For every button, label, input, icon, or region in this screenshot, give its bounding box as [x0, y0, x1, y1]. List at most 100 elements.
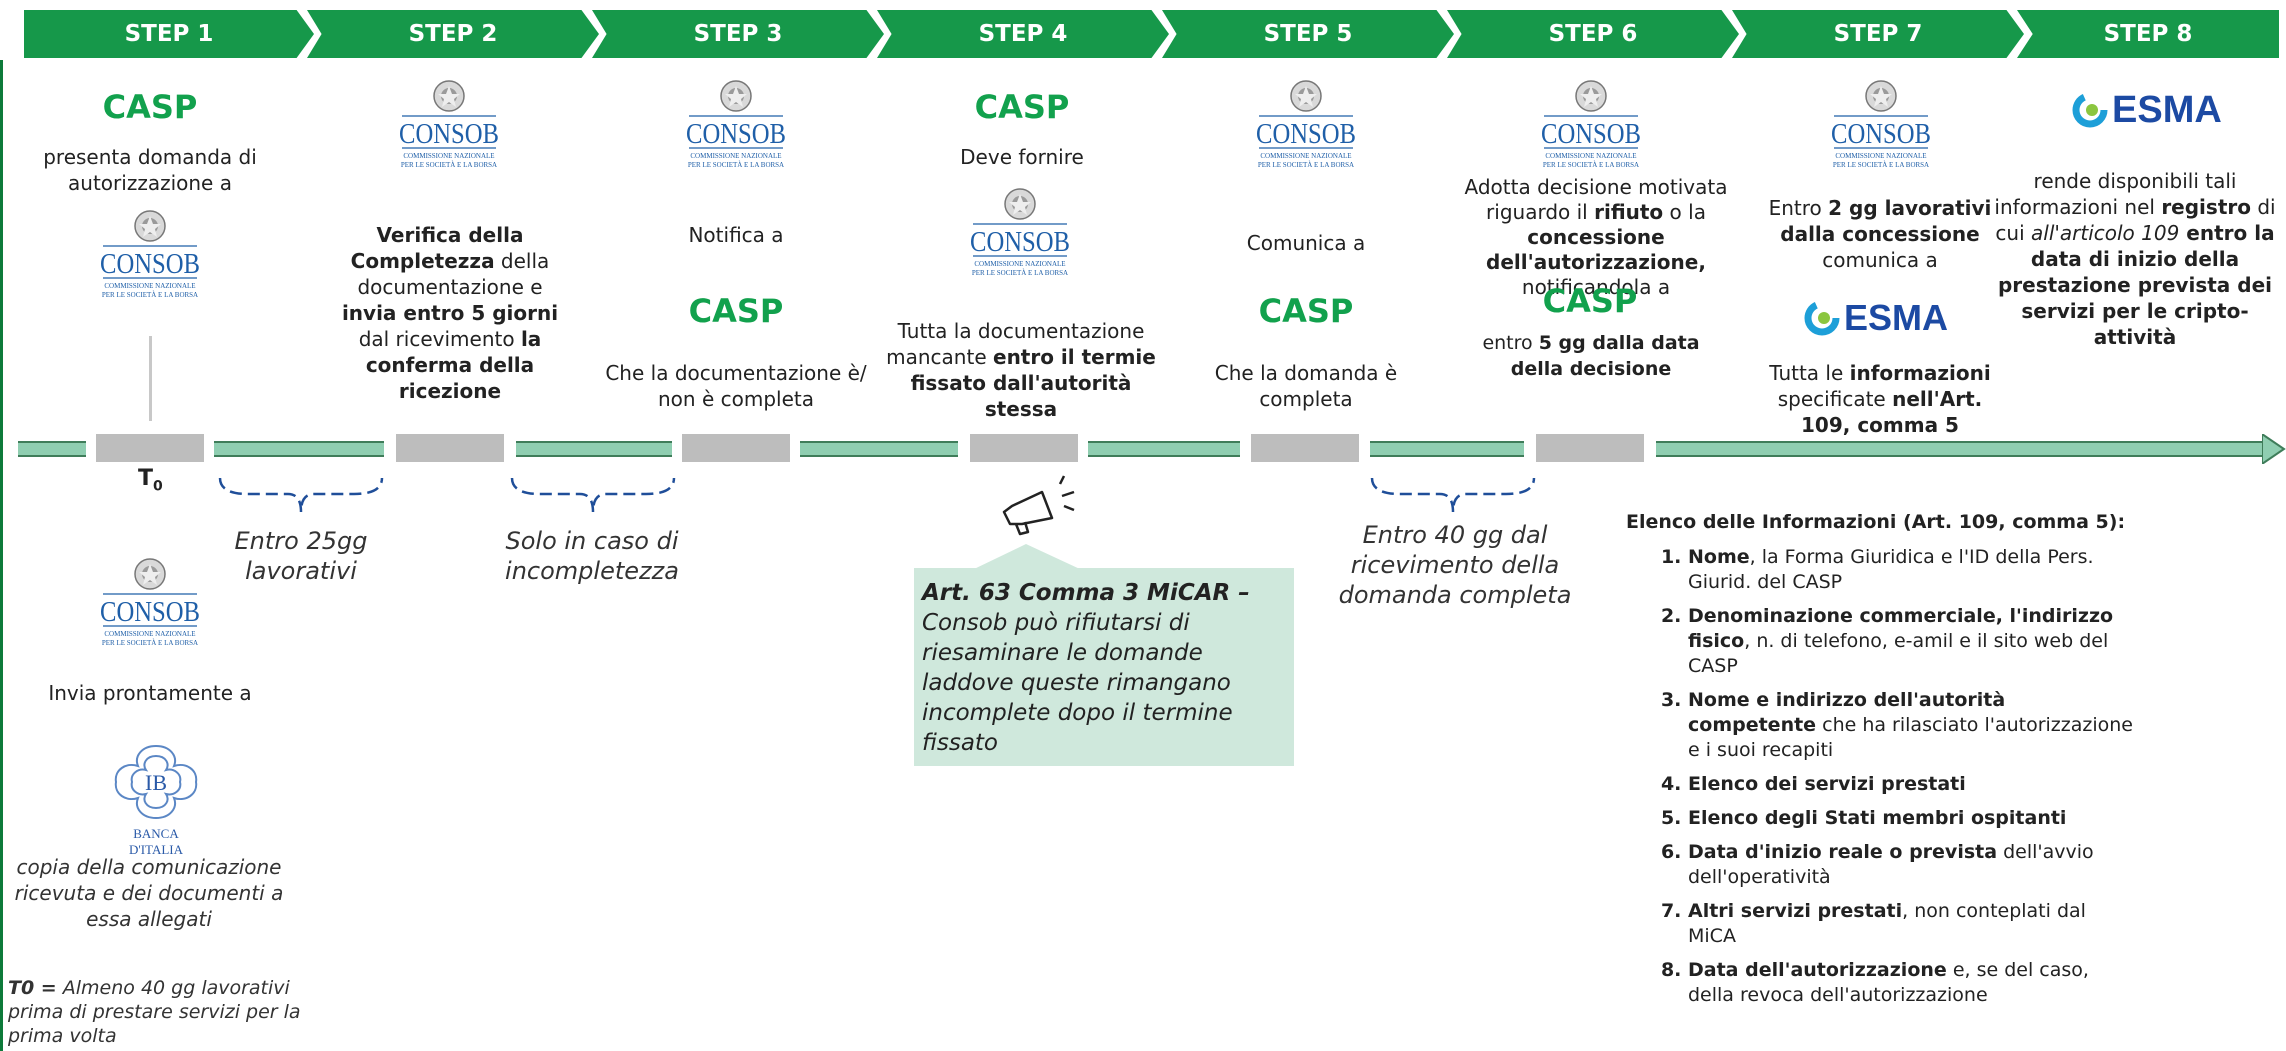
svg-text:COMMISSIONE NAZIONALE: COMMISSIONE NAZIONALE [690, 152, 781, 160]
step-4-chevron: STEP 4 [877, 10, 1169, 58]
banca-italia-logo: IB BANCA D'ITALIA [108, 742, 204, 857]
step-6-chevron: STEP 6 [1447, 10, 1739, 58]
step-6-label: STEP 6 [1548, 21, 1638, 47]
step-4-label: STEP 4 [978, 21, 1068, 47]
step8-text: rende disponibili tali informazioni nel … [1994, 169, 2276, 349]
svg-text:PER LE SOCIETÀ E LA BORSA: PER LE SOCIETÀ E LA BORSA [688, 161, 784, 169]
svg-text:COMMISSIONE NAZIONALE: COMMISSIONE NAZIONALE [1260, 152, 1351, 160]
step4-text: Tutta la documentazione mancante entro i… [886, 319, 1156, 421]
timeline-marker-3 [682, 434, 790, 462]
step3-casp-label: CASP [688, 292, 784, 330]
micar-note: Art. 63 Comma 3 MiCAR – Consob può rifiu… [914, 568, 1294, 766]
consob-wordmark: CONSOB [970, 227, 1070, 258]
timeline-segment [214, 441, 384, 457]
list-item: Data dell'autorizzazione e, se del caso,… [1688, 958, 2134, 1008]
step1-casp-label: CASP [102, 88, 198, 126]
step-1-label: STEP 1 [124, 21, 214, 47]
consob-wordmark: CONSOB [1256, 119, 1356, 150]
step4-deve-text: Deve fornire [960, 145, 1084, 169]
step3-notify-text: Notifica a [688, 223, 784, 247]
step5-comunica-text: Comunica a [1246, 231, 1366, 255]
brace-3 [1370, 477, 1536, 513]
step-5-chevron: STEP 5 [1162, 10, 1454, 58]
step1-copy-text: copia della comunicazione ricevuta e dei… [14, 855, 284, 931]
info-list: Elenco delle Informazioni (Art. 109, com… [1626, 510, 2134, 1017]
consob-wordmark: CONSOB [399, 119, 499, 150]
svg-text:COMMISSIONE NAZIONALE: COMMISSIONE NAZIONALE [104, 282, 195, 290]
brace-3-label: Entro 40 gg dal ricevimento della domand… [1338, 521, 1572, 609]
svg-text:PER LE SOCIETÀ E LA BORSA: PER LE SOCIETÀ E LA BORSA [972, 269, 1068, 277]
step-1-chevron: STEP 1 [24, 10, 314, 58]
step1-send-text: Invia prontamente a [48, 681, 252, 705]
list-item: Elenco dei servizi prestati [1688, 772, 2134, 797]
step1-connector-line [149, 336, 152, 421]
megaphone-icon [1002, 475, 1075, 536]
svg-text:PER LE SOCIETÀ E LA BORSA: PER LE SOCIETÀ E LA BORSA [401, 161, 497, 169]
list-item: Altri servizi prestati, non conteplati d… [1688, 899, 2134, 949]
consob-wordmark: CONSOB [100, 597, 200, 628]
step-5-label: STEP 5 [1263, 21, 1353, 47]
esma-wordmark: ESMA [1844, 298, 1948, 338]
svg-text:ESMA: ESMA [2112, 89, 2222, 131]
step-7-label: STEP 7 [1833, 21, 1923, 47]
step-8-label: STEP 8 [2103, 21, 2193, 47]
timeline-segment [516, 441, 672, 457]
step4-casp-label: CASP [974, 88, 1070, 126]
list-item: Nome, la Forma Giuridica e l'ID della Pe… [1688, 545, 2134, 595]
step-7-chevron: STEP 7 [1732, 10, 2024, 58]
timeline-segment [800, 441, 958, 457]
t0-definition: T0 = Almeno 40 gg lavorativi prima di pr… [8, 977, 301, 1047]
consob-wordmark: CONSOB [1831, 119, 1931, 150]
svg-text:PER LE SOCIETÀ E LA BORSA: PER LE SOCIETÀ E LA BORSA [102, 291, 198, 299]
timeline-segment [18, 441, 86, 457]
t0-label: T0 [138, 466, 163, 495]
step-2-label: STEP 2 [408, 21, 498, 47]
svg-text:PER LE SOCIETÀ E LA BORSA: PER LE SOCIETÀ E LA BORSA [1258, 161, 1354, 169]
svg-text:PER LE SOCIETÀ E LA BORSA: PER LE SOCIETÀ E LA BORSA [102, 639, 198, 647]
step-3-label: STEP 3 [693, 21, 783, 47]
step-3-chevron: STEP 3 [592, 10, 884, 58]
brace-2-label: Solo in caso di incompletezza [505, 527, 679, 585]
consob-wordmark: CONSOB [686, 119, 786, 150]
step6-deadline-text: entro 5 gg dalla data della decisione [1482, 332, 1700, 380]
step7-info-text: Tutta le informazioni specificate nell'A… [1769, 361, 1991, 437]
left-accent-bar [0, 60, 3, 1051]
note-pointer [972, 544, 1082, 570]
svg-text:PER LE SOCIETÀ E LA BORSA: PER LE SOCIETÀ E LA BORSA [1543, 161, 1639, 169]
step6-text: Adotta decisione motivata riguardo il ri… [1464, 175, 1728, 299]
step7-text: Entro 2 gg lavorativi dalla concessione … [1768, 196, 1992, 272]
timeline-arrowhead [2262, 434, 2286, 464]
step-8-chevron: STEP 8 [2017, 10, 2279, 58]
consob-wordmark: CONSOB [100, 249, 200, 280]
timeline-marker-5 [1251, 434, 1359, 462]
brace-1-label: Entro 25gg lavorativi [234, 527, 368, 585]
banca-italia-wordmark: BANCA D'ITALIA [128, 826, 183, 857]
svg-text:COMMISSIONE NAZIONALE: COMMISSIONE NAZIONALE [974, 260, 1065, 268]
list-item: Nome e indirizzo dell'autorità competent… [1688, 688, 2134, 763]
step5-casp-label: CASP [1258, 292, 1354, 330]
esma-logo-step7: ESMA [1798, 297, 1968, 348]
timeline-marker-1 [96, 434, 204, 462]
timeline-segment [1370, 441, 1524, 457]
svg-text:PER LE SOCIETÀ E LA BORSA: PER LE SOCIETÀ E LA BORSA [1833, 161, 1929, 169]
step5-text: Che la domanda è completa [1214, 361, 1398, 411]
step1-text: presenta domanda di autorizzazione a [43, 145, 257, 195]
timeline-marker-2 [396, 434, 504, 462]
svg-text:COMMISSIONE NAZIONALE: COMMISSIONE NAZIONALE [403, 152, 494, 160]
brace-2 [510, 477, 676, 513]
esma-logo-step8: ESMA [2064, 88, 2244, 140]
timeline-segment [1088, 441, 1240, 457]
step-2-chevron: STEP 2 [307, 10, 599, 58]
svg-text:COMMISSIONE NAZIONALE: COMMISSIONE NAZIONALE [104, 630, 195, 638]
list-item: Elenco degli Stati membri ospitanti [1688, 806, 2134, 831]
info-list-items: Nome, la Forma Giuridica e l'ID della Pe… [1644, 545, 2134, 1008]
step2-text: Verifica della Completezza della documen… [341, 223, 559, 403]
info-list-title: Elenco delle Informazioni (Art. 109, com… [1626, 511, 2126, 533]
